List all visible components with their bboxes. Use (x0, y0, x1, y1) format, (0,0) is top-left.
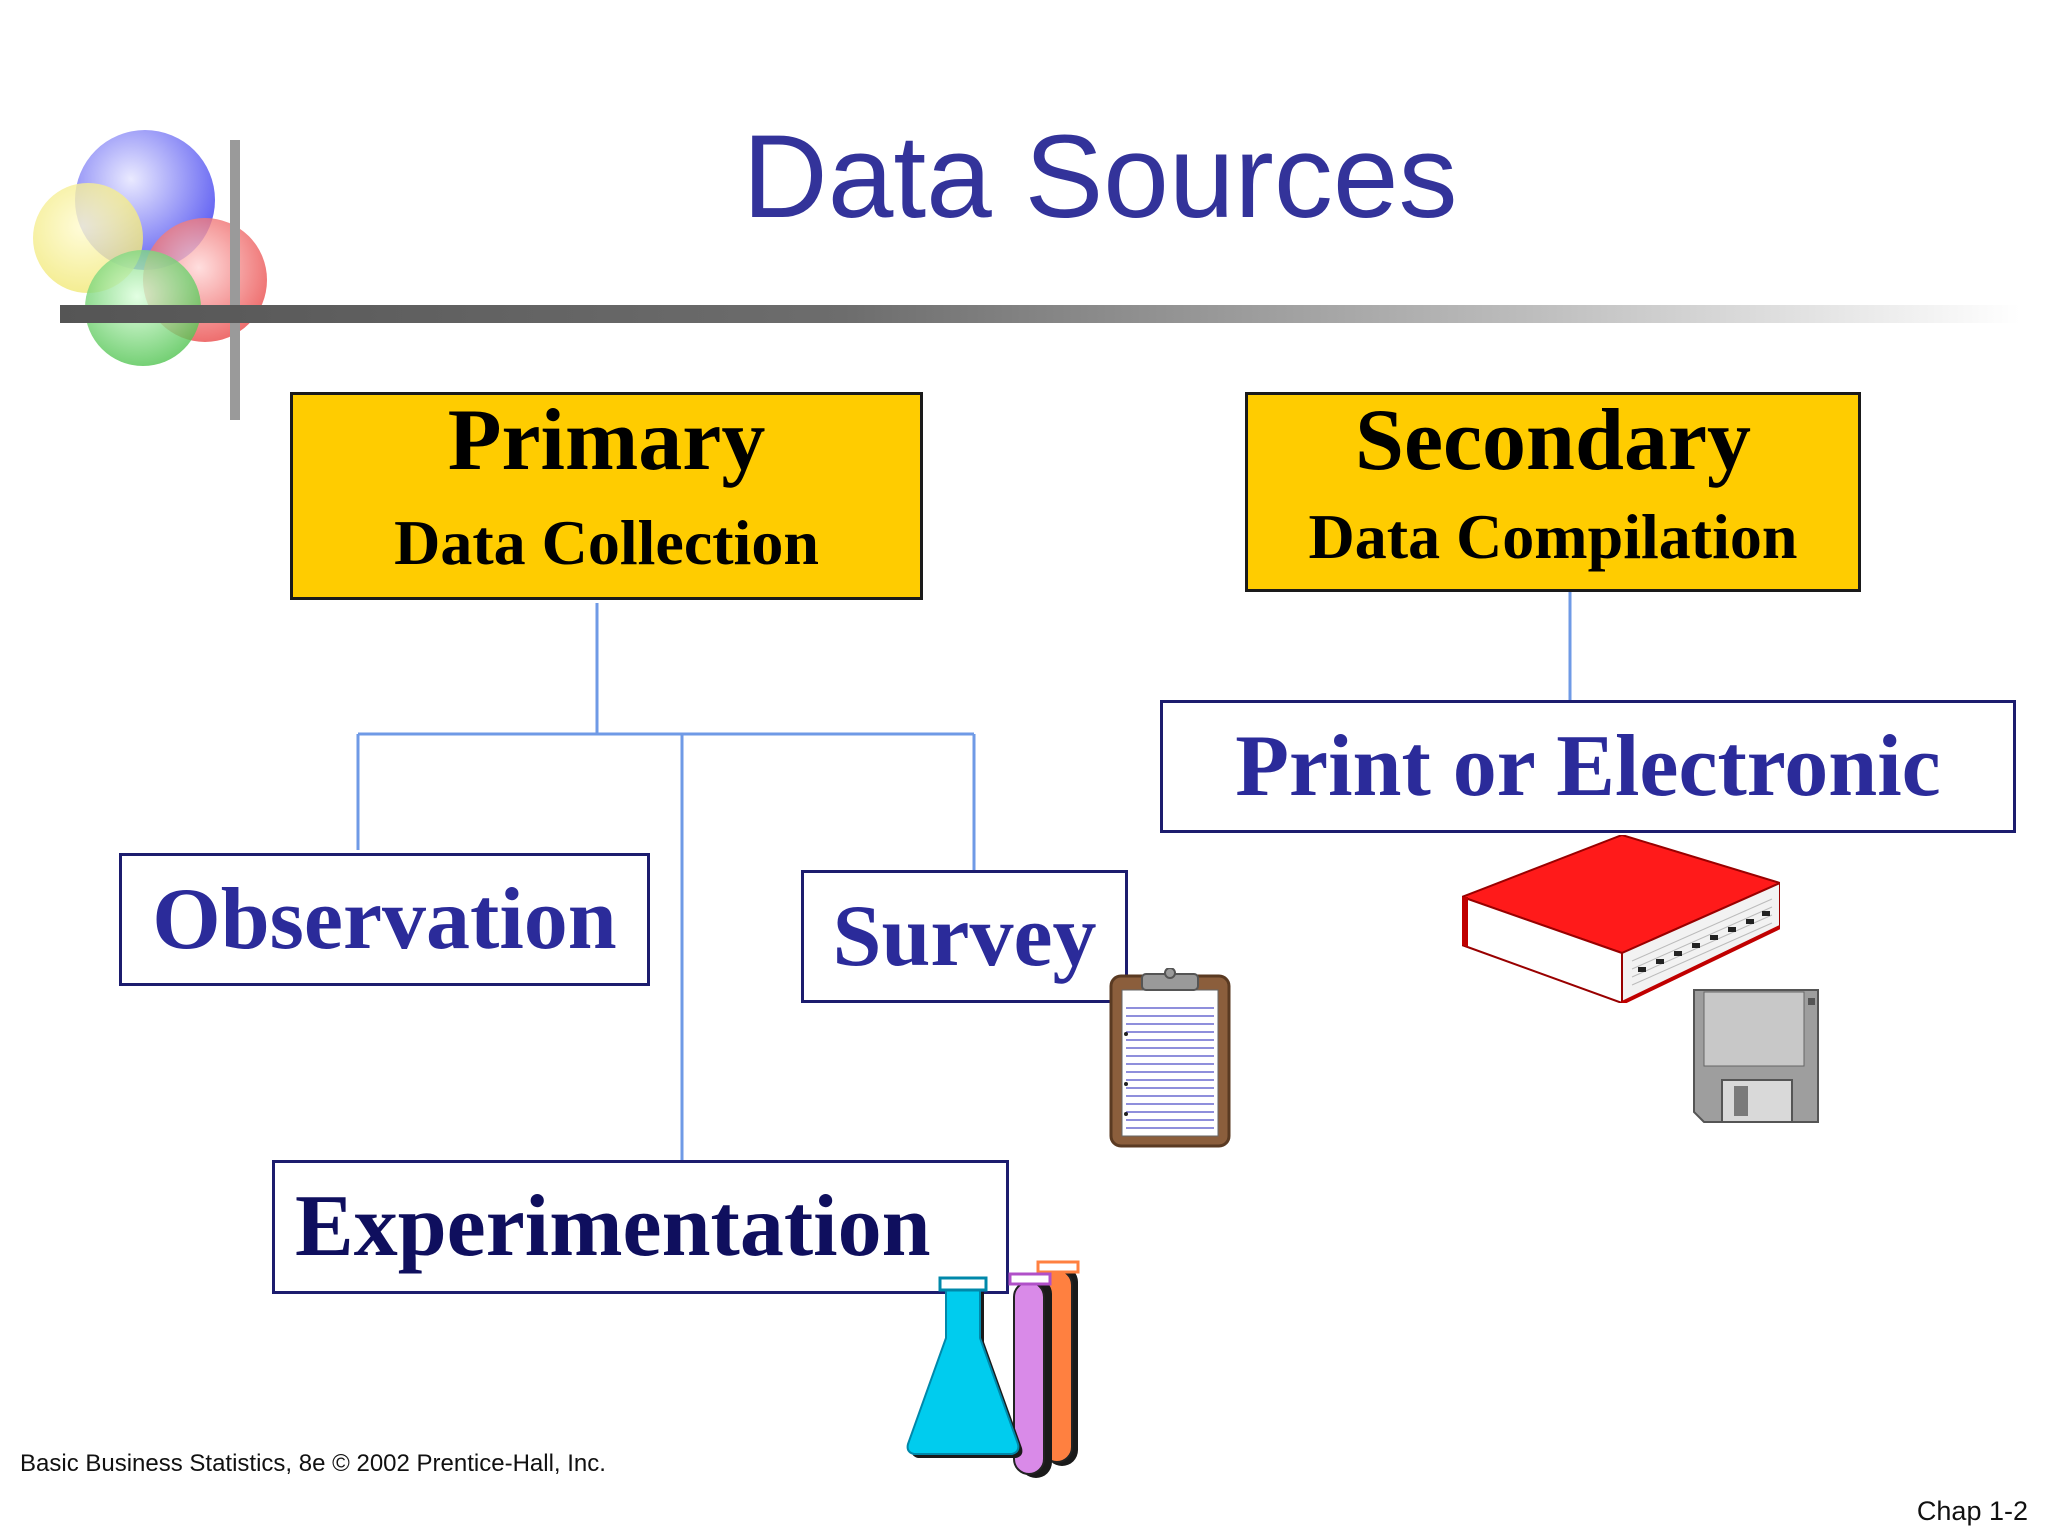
footer-slide-number: Chap 1-2 (1916, 1496, 2028, 1526)
print-or-electronic-box: Print or Electronic (1160, 700, 2016, 833)
footer-copyright: Basic Business Statistics, 8e © 2002 Pre… (20, 1450, 606, 1477)
experimentation-box: Experimentation (272, 1160, 1009, 1294)
clipboard-icon (1109, 968, 1231, 1148)
observation-box: Observation (119, 853, 650, 986)
print-or-electronic-label: Print or Electronic (1235, 717, 1941, 815)
floppy-disk-icon (1693, 989, 1819, 1123)
primary-subheading: Data Collection (394, 507, 819, 579)
secondary-subheading: Data Compilation (1308, 501, 1798, 573)
experimentation-label: Experimentation (295, 1178, 931, 1275)
survey-box: Survey (801, 870, 1128, 1003)
overlapping-circles-logo-icon (33, 130, 267, 420)
page-title: Data Sources (742, 111, 1458, 243)
title-divider (60, 305, 2020, 323)
lab-glassware-icon (906, 1260, 1080, 1478)
observation-label: Observation (152, 870, 617, 968)
primary-heading: Primary (447, 392, 766, 489)
red-book-icon (1462, 835, 1780, 1003)
survey-label: Survey (832, 887, 1097, 985)
primary-box: Primary Data Collection (290, 392, 923, 600)
secondary-box: Secondary Data Compilation (1245, 392, 1861, 592)
secondary-heading: Secondary (1355, 392, 1751, 489)
